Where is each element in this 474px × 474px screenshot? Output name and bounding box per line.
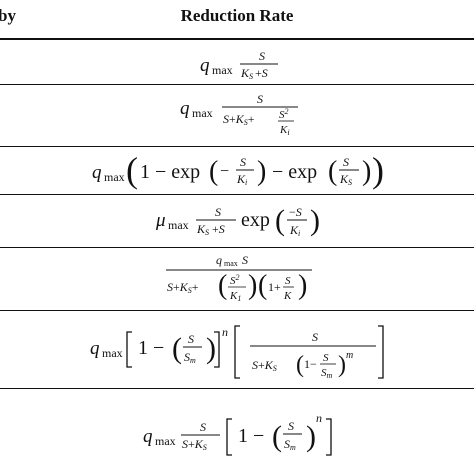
svg-text:S: S	[188, 332, 194, 346]
svg-text:(: (	[275, 204, 285, 237]
svg-text:m: m	[346, 350, 353, 361]
row-divider	[0, 84, 474, 85]
svg-text:max: max	[224, 259, 238, 268]
svg-text:K1: K1	[229, 290, 241, 303]
svg-text:KS: KS	[339, 172, 352, 187]
svg-text:−S: −S	[289, 205, 302, 219]
svg-text:+S: +S	[255, 66, 268, 80]
svg-text:): )	[310, 204, 320, 237]
svg-text:max: max	[212, 63, 233, 77]
svg-text:exp: exp	[241, 209, 270, 231]
row-divider	[0, 388, 474, 389]
svg-text:): )	[248, 270, 257, 301]
svg-text:1 − exp: 1 − exp	[140, 161, 200, 183]
svg-text:−: −	[220, 163, 229, 180]
svg-text:q: q	[180, 98, 190, 119]
svg-text:S: S	[323, 352, 329, 364]
svg-text:+S: +S	[212, 222, 225, 236]
svg-text:KS: KS	[196, 222, 209, 237]
formula-row-4: μ max S KS +S exp ( −S Ki )	[155, 204, 320, 238]
svg-text:n: n	[316, 411, 322, 425]
svg-text:μ: μ	[155, 210, 166, 231]
svg-text:q: q	[200, 55, 210, 76]
svg-text:Ki: Ki	[236, 172, 247, 187]
svg-text:(: (	[272, 420, 282, 453]
svg-text:S: S	[288, 419, 294, 433]
svg-text:q: q	[143, 426, 153, 447]
svg-text:− exp: − exp	[272, 161, 317, 183]
svg-text:S+KS+: S+KS+	[223, 112, 255, 127]
svg-text:KS: KS	[240, 66, 253, 81]
svg-text:S: S	[200, 420, 206, 434]
svg-text:(: (	[328, 156, 337, 187]
svg-text:(: (	[258, 270, 267, 301]
svg-text:Sm: Sm	[321, 367, 333, 380]
svg-text:max: max	[102, 346, 123, 360]
svg-text:S: S	[312, 330, 318, 344]
svg-text:(: (	[209, 156, 218, 187]
svg-text:S: S	[240, 155, 246, 169]
svg-text:max: max	[192, 106, 213, 120]
svg-text:K: K	[283, 290, 292, 302]
svg-text:): )	[306, 420, 316, 453]
formula-row-6: q max 1 − ( S Sm ) n S S+KS ( 1− S Sm ) …	[90, 325, 384, 380]
column-header-reduction-rate: Reduction Rate	[180, 6, 294, 25]
svg-text:S+KS: S+KS	[252, 358, 277, 373]
row-divider	[0, 146, 474, 147]
svg-text:Sm: Sm	[284, 437, 296, 452]
svg-text:(: (	[126, 150, 138, 190]
svg-text:S: S	[259, 49, 265, 63]
svg-text:): )	[362, 156, 371, 187]
svg-text:q: q	[216, 253, 222, 267]
svg-text:): )	[298, 270, 307, 301]
formula-row-1: q max S KS +S	[200, 49, 278, 81]
formula-row-3: q max ( 1 − exp ( − S Ki ) − exp ( S KS …	[92, 150, 384, 190]
svg-text:q: q	[92, 162, 102, 183]
svg-text:Ki: Ki	[289, 223, 300, 238]
svg-text:max: max	[168, 218, 189, 232]
svg-text:S: S	[257, 92, 263, 106]
svg-text:1−: 1−	[304, 357, 317, 371]
svg-text:S: S	[242, 253, 248, 267]
row-divider	[0, 194, 474, 195]
formula-row-5: q max S S+KS+ ( S2 K1 ) ( 1+ S K )	[166, 253, 312, 303]
table-top-rule	[0, 38, 474, 40]
svg-text:(: (	[296, 352, 304, 378]
svg-text:): )	[206, 332, 216, 365]
svg-text:q: q	[90, 338, 100, 359]
svg-text:1 −: 1 −	[138, 337, 164, 359]
svg-text:(: (	[218, 270, 227, 301]
svg-text:): )	[257, 156, 266, 187]
svg-text:max: max	[155, 434, 176, 448]
svg-text:Sm: Sm	[184, 350, 196, 365]
formula-row-2: q max S S+KS+ S2 Ki	[180, 92, 298, 137]
svg-text:S+KS+: S+KS+	[167, 280, 199, 295]
svg-text:1 −: 1 −	[238, 425, 264, 447]
svg-text:): )	[372, 150, 384, 190]
formula-row-7: q max S S+KS 1 − ( S Sm ) n	[143, 411, 332, 456]
svg-text:max: max	[104, 170, 125, 184]
column-header-by: by	[0, 6, 16, 25]
svg-text:S: S	[215, 205, 221, 219]
svg-text:(: (	[172, 332, 182, 365]
svg-text:S: S	[343, 155, 349, 169]
svg-text:S+KS: S+KS	[182, 437, 207, 452]
svg-text:n: n	[222, 325, 228, 339]
row-divider	[0, 247, 474, 248]
svg-text:S: S	[285, 275, 291, 287]
svg-text:S2: S2	[230, 273, 240, 287]
svg-text:): )	[338, 352, 346, 378]
svg-text:1+: 1+	[268, 280, 281, 294]
svg-text:S2: S2	[279, 107, 289, 121]
row-divider	[0, 310, 474, 311]
svg-text:Ki: Ki	[279, 124, 290, 137]
